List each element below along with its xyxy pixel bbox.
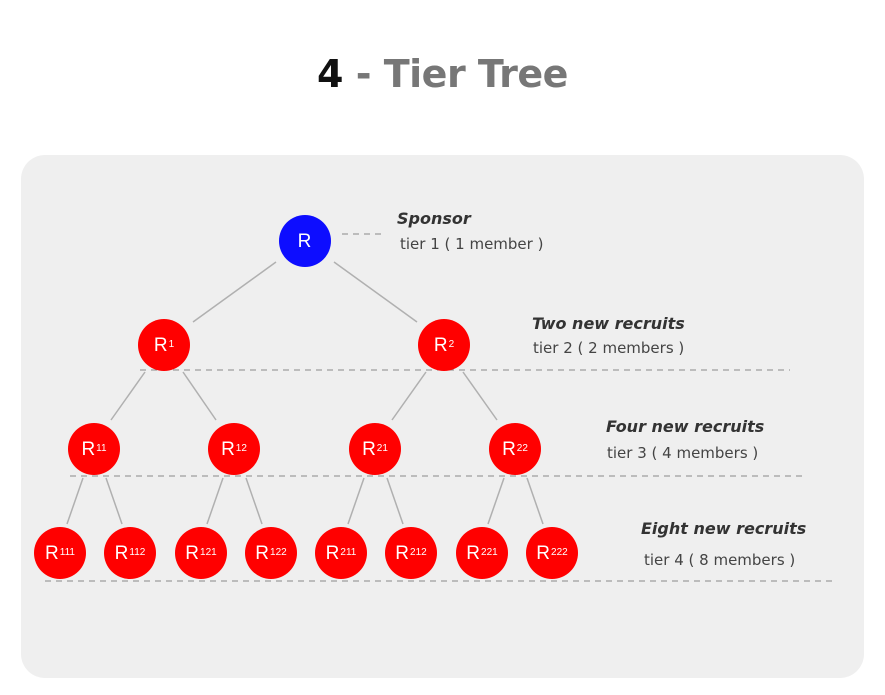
node-superscript: 112: [129, 547, 146, 558]
page-title: 4 - Tier Tree: [0, 52, 885, 96]
tier3-heading: Four new recruits: [606, 417, 765, 436]
node-label: R: [255, 542, 270, 564]
node-label: R: [45, 542, 59, 564]
node-label: R: [153, 334, 168, 356]
edge-r22-r222: [526, 477, 544, 525]
title-number: 4: [317, 52, 343, 96]
node-superscript: 21: [376, 443, 388, 454]
node-sponsor: R: [279, 215, 331, 267]
node-superscript: 121: [200, 547, 217, 558]
title-text: - Tier Tree: [355, 52, 569, 96]
node-label: R: [221, 438, 235, 460]
node-label: R: [502, 438, 516, 460]
edge-r21-r211: [347, 477, 365, 525]
tier3-subtitle: tier 3 ( 4 members ): [607, 444, 759, 462]
node-label: R: [325, 542, 340, 564]
node-superscript: 211: [340, 547, 357, 558]
edge-r21-r212: [386, 477, 404, 525]
node-superscript: 212: [410, 547, 427, 558]
node-label: R: [395, 542, 410, 564]
node-superscript: 12: [235, 443, 247, 454]
edge-r11-r111: [66, 477, 84, 525]
node-superscript: 11: [96, 443, 107, 454]
node-superscript: 1: [168, 339, 175, 350]
node-superscript: 2: [448, 339, 455, 350]
node-label: R: [362, 438, 376, 460]
tier1-subtitle: tier 1 ( 1 member ): [400, 235, 544, 253]
tier4-heading: Eight new recruits: [641, 519, 807, 538]
edge-r-r1: [192, 261, 277, 323]
edge-r1-r12: [182, 371, 217, 421]
tier2-heading: Two new recruits: [532, 314, 685, 333]
edge-r2-r22: [462, 371, 498, 421]
edge-r12-r122: [245, 477, 263, 525]
edge-r2-r21: [391, 371, 427, 421]
tier1-heading: Sponsor: [397, 209, 471, 228]
node-superscript: 111: [59, 547, 75, 558]
node-label: R: [114, 542, 129, 564]
node-superscript: 122: [270, 547, 287, 558]
node-superscript: 222: [551, 547, 568, 558]
edge-r22-r221: [487, 477, 505, 525]
edge-r12-r121: [206, 477, 224, 525]
node-superscript: 22: [516, 443, 528, 454]
edge-r-r2: [333, 261, 418, 323]
diagram-panel: [21, 155, 864, 678]
tier2-subtitle: tier 2 ( 2 members ): [533, 339, 685, 357]
node-superscript: 221: [481, 547, 498, 558]
node-label: R: [536, 542, 551, 564]
edge-r11-r112: [105, 477, 123, 525]
node-label: R: [297, 230, 312, 252]
tier4-subtitle: tier 4 ( 8 members ): [644, 551, 796, 569]
node-label: R: [81, 438, 96, 460]
node-label: R: [433, 334, 448, 356]
node-label: R: [466, 542, 481, 564]
node-label: R: [185, 542, 200, 564]
edge-r1-r11: [110, 371, 146, 421]
